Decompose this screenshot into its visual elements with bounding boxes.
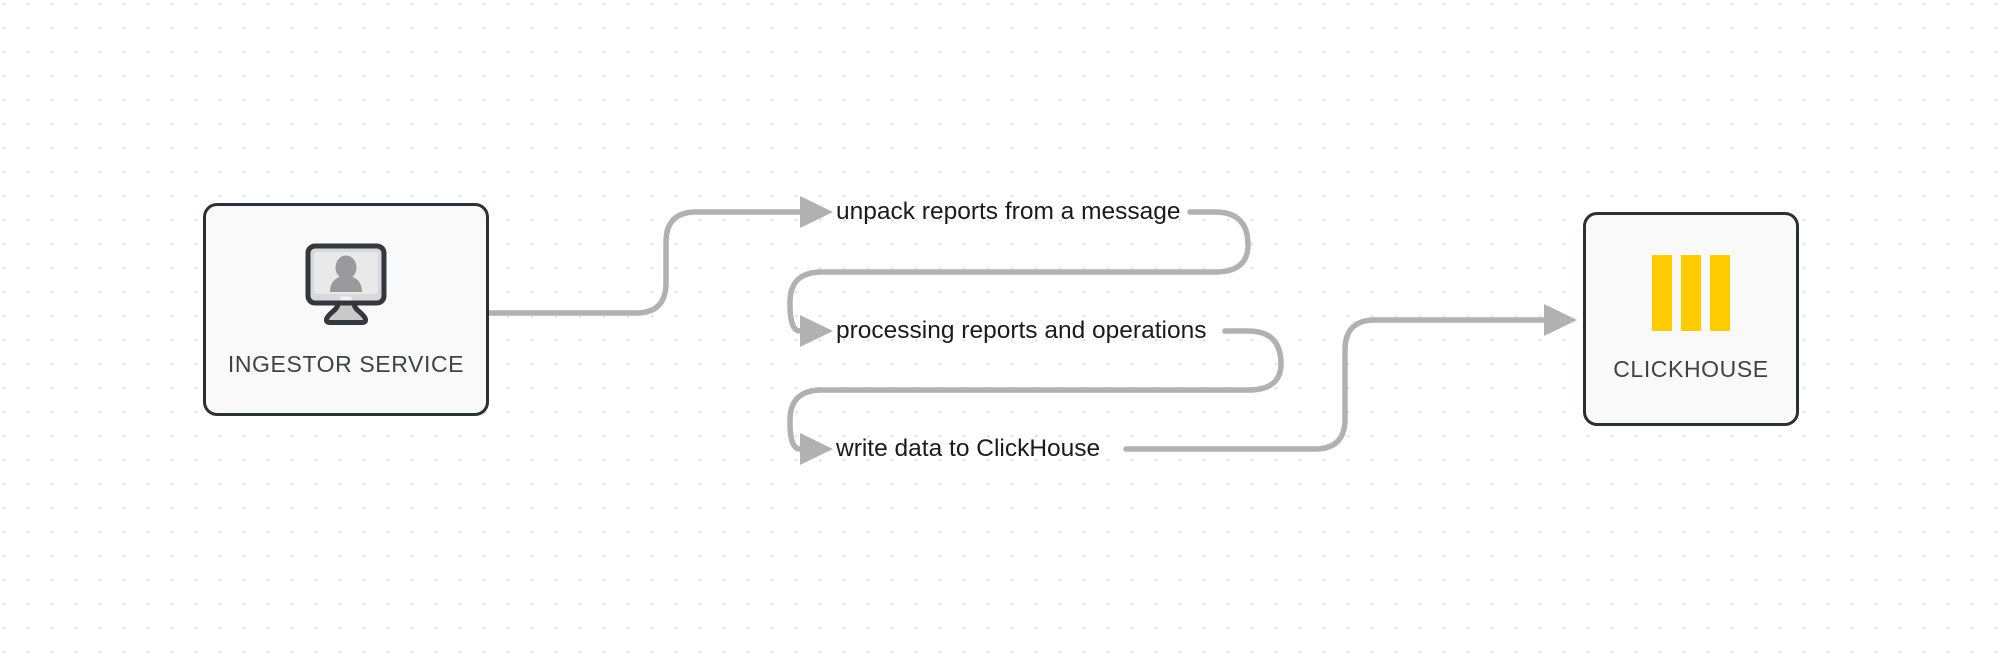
node-ingestor-service[interactable]: INGESTOR SERVICE	[203, 203, 489, 416]
edge-write-to-clickhouse	[1123, 317, 1547, 452]
node-clickhouse-label: CLICKHOUSE	[1613, 356, 1769, 382]
node-ingestor-service-label: INGESTOR SERVICE	[227, 350, 465, 377]
edge-label-write: write data to ClickHouse	[836, 434, 1101, 462]
edge-processing-to-write	[787, 328, 1284, 452]
arrow-head-clickhouse	[1544, 304, 1577, 336]
node-clickhouse[interactable]: CLICKHOUSE	[1583, 212, 1799, 426]
monitor-user-icon	[300, 242, 392, 331]
edge-unpack-to-processing	[787, 209, 1251, 334]
clickhouse-bars-icon	[1648, 255, 1734, 336]
arrow-head-write	[800, 433, 833, 465]
edge-label-processing: processing reports and operations	[836, 316, 1207, 344]
edge-ingestor-to-unpack	[486, 209, 803, 316]
arrow-head-processing	[800, 315, 833, 347]
edge-label-unpack: unpack reports from a message	[836, 197, 1181, 225]
arrow-head-unpack	[800, 196, 833, 228]
